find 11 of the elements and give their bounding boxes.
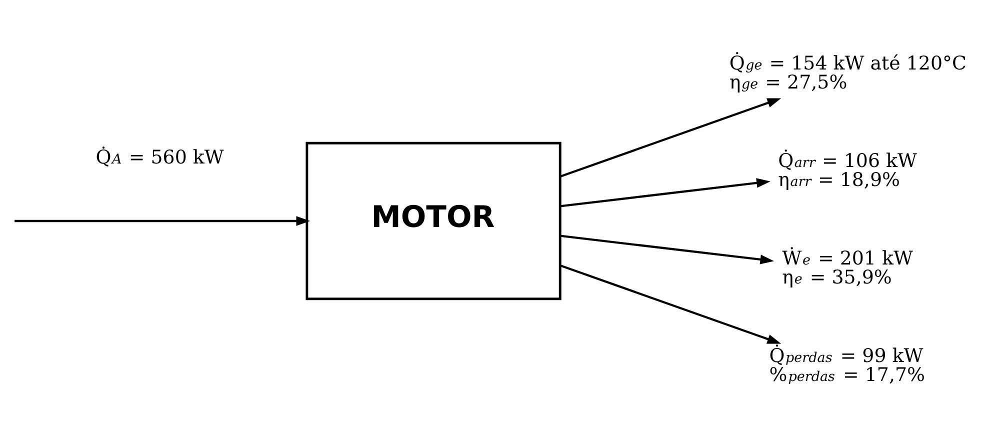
node-box: MOTOR [306, 141, 562, 300]
node-text: Q̇arr = 106 kW ηarr = 18,9% [778, 150, 918, 191]
arrow [560, 264, 782, 344]
node-text: Ẇe = 201 kW ηe = 35,9% [782, 247, 913, 288]
arrow [560, 178, 770, 207]
arrow [560, 98, 782, 178]
arrow [14, 216, 310, 226]
node-text: Q̇perdas = 99 kW %perdas = 17,7% [769, 344, 926, 386]
edge-label: Q̇A = 560 kW [96, 146, 224, 168]
node-text: Q̇ge = 154 kW até 120°C ηge = 27,5% [729, 52, 966, 94]
arrow [560, 234, 774, 264]
